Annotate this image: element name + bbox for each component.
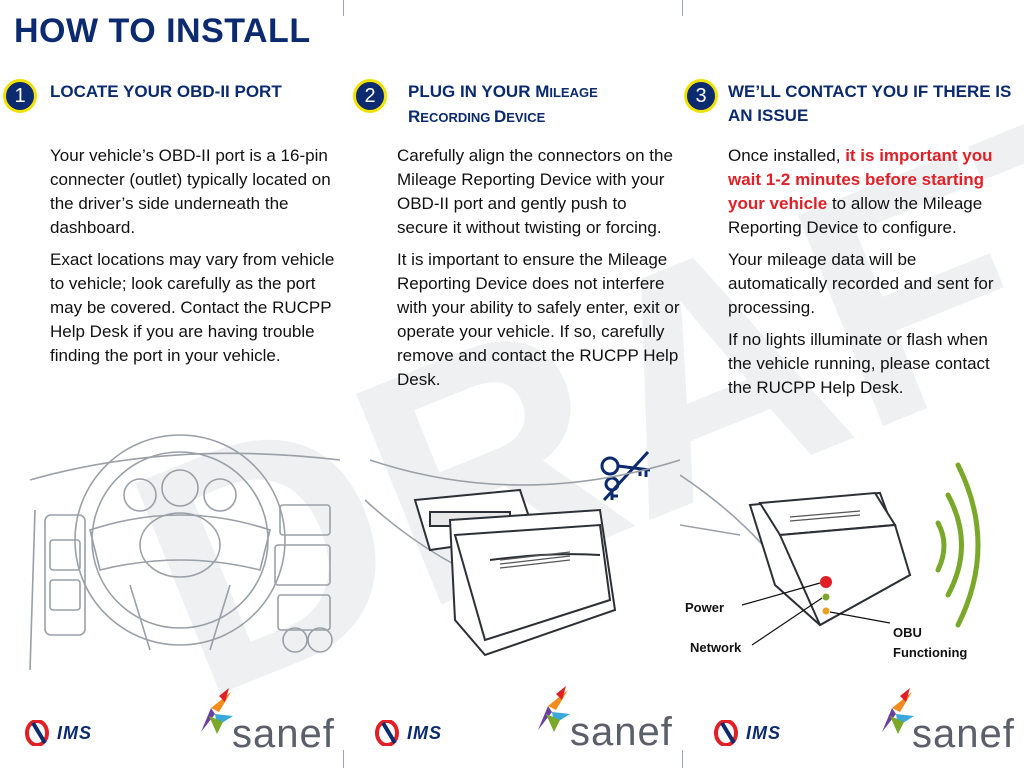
step-1-paragraph: Your vehicle’s OBD-II port is a 16-pin c… — [50, 146, 331, 237]
no-keys-icon — [600, 450, 651, 502]
step-2-paragraph: Carefully align the connectors on the Mi… — [397, 146, 673, 237]
column-divider — [343, 0, 344, 16]
step-3-paragraph: If no lights illuminate or flash when th… — [728, 330, 990, 397]
step-2-heading: PLUG IN YOUR MILEAGE RECORDING DEVICE — [408, 82, 598, 126]
step-2-paragraph: It is important to ensure the Mileage Re… — [397, 250, 680, 389]
sanef-logo-text: sanef — [912, 712, 1015, 756]
ims-logo: IMS — [375, 720, 442, 746]
column-divider — [343, 750, 344, 768]
obu-label: OBU Functioning — [893, 625, 968, 660]
step-2-body: Carefully align the connectors on the Mi… — [397, 144, 682, 400]
ims-mark-icon — [375, 720, 399, 746]
step-1-body: Your vehicle’s OBD-II port is a 16-pin c… — [50, 144, 340, 376]
sanef-logo-mark — [536, 686, 570, 732]
power-label: Power — [685, 600, 725, 615]
ims-logo: IMS — [714, 720, 781, 746]
step-3-body: Once installed, it is important you wait… — [728, 144, 1016, 408]
column-divider — [682, 0, 683, 16]
ims-mark-icon — [25, 720, 49, 746]
sanef-logo-text: sanef — [232, 712, 335, 756]
ims-mark-icon — [714, 720, 738, 746]
sanef-logo-mark — [199, 688, 233, 734]
step-2-badge: 2 — [353, 79, 387, 113]
step-3-badge: 3 — [684, 79, 718, 113]
device-plug-illustration — [364, 459, 680, 657]
step-1-badge: 1 — [3, 79, 37, 113]
step-3-paragraph: Your mileage data will be automatically … — [728, 250, 994, 317]
step-3-heading: WE’LL CONTACT YOU IF THERE IS AN ISSUE — [728, 82, 1012, 125]
column-divider — [682, 750, 683, 768]
dashboard-illustration — [29, 434, 340, 670]
sanef-logo-text: sanef — [570, 710, 673, 754]
step-1-paragraph: Exact locations may vary from vehicle to… — [50, 250, 335, 365]
step-3-paragraph: Once installed, it is important you wait… — [728, 146, 993, 237]
ims-logo: IMS — [25, 720, 92, 746]
network-label: Network — [690, 640, 742, 655]
step-1-heading: LOCATE YOUR OBD-II PORT — [50, 82, 282, 101]
sanef-logo-mark — [880, 688, 914, 734]
device-lights-illustration — [680, 462, 981, 646]
page-title: HOW TO INSTALL — [14, 12, 311, 50]
